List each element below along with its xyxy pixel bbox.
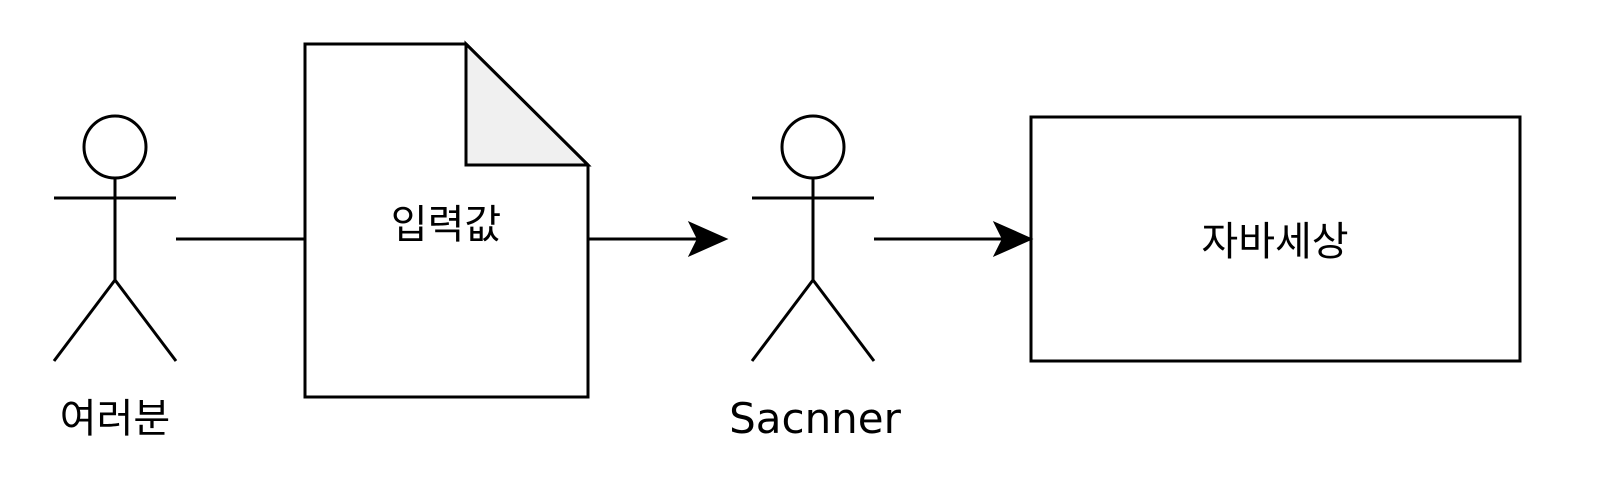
document-input-page (303, 42, 590, 399)
actor-user-right-leg (113, 279, 178, 362)
box-java-world-rect (1029, 115, 1522, 363)
arrowhead-icon (687, 220, 729, 258)
edge-scanner-to-java-world (874, 220, 1034, 258)
document-input: 입력값 (303, 40, 592, 399)
actor-user: 여러분 (52, 114, 178, 442)
actor-user-head (82, 114, 148, 180)
arrowhead-icon (992, 220, 1034, 258)
actor-user-label: 여러분 (60, 396, 170, 442)
actor-scanner-label: Sacnner (729, 394, 902, 443)
document-input-fold (464, 40, 592, 167)
actor-scanner: Sacnner (729, 114, 902, 443)
edge-document-to-scanner (588, 220, 729, 258)
document-input-label: 입력값 (391, 202, 501, 248)
actor-scanner-left-leg (750, 279, 815, 362)
actor-scanner-right-leg (811, 279, 876, 362)
actor-user-left-leg (52, 279, 117, 362)
box-java-world-label: 자바세상 (1201, 219, 1348, 265)
box-java-world: 자바세상 (1029, 115, 1522, 363)
actor-scanner-head (780, 114, 846, 180)
